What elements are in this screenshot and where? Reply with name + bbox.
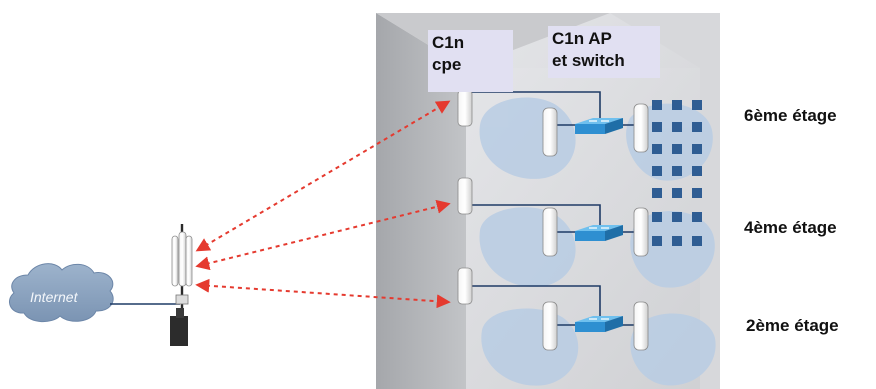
window (672, 166, 682, 176)
window (692, 144, 702, 154)
window (672, 122, 682, 132)
window (652, 122, 662, 132)
window (652, 166, 662, 176)
wireless-link-4 (195, 199, 451, 271)
cpe-label: C1n cpe (428, 30, 513, 92)
switch-icon (575, 118, 623, 134)
window (692, 212, 702, 222)
window (672, 236, 682, 246)
wireless-link-2 (195, 278, 451, 309)
access-point-icon (633, 301, 649, 351)
access-point-icon (542, 107, 558, 157)
ap-switch-label-line1: C1n AP (552, 29, 612, 48)
ap-switch-label: C1n AP et switch (548, 26, 660, 78)
cloud-icon: Internet (9, 263, 114, 323)
switch-icon (575, 316, 623, 332)
window (672, 212, 682, 222)
access-point-icon (542, 207, 558, 257)
cpe-antennas (457, 89, 473, 305)
wireless-links (195, 100, 451, 309)
floor-label-2: 2ème étage (746, 316, 839, 335)
cable (470, 91, 601, 118)
internet-label: Internet (30, 289, 79, 305)
coverage-zone (630, 210, 715, 288)
window (652, 236, 662, 246)
cable (470, 285, 601, 320)
switch-icon (575, 225, 623, 241)
cable (470, 204, 601, 228)
window (692, 188, 702, 198)
window (672, 144, 682, 154)
window (672, 100, 682, 110)
access-point-icon (633, 103, 649, 153)
coverage-zone (630, 313, 716, 386)
access-point-icon (542, 301, 558, 351)
window (692, 100, 702, 110)
cpe-label-line1: C1n (432, 33, 465, 52)
ap-switch-label-line2: et switch (552, 51, 625, 70)
floor-label-4: 4ème étage (744, 218, 837, 237)
window (652, 144, 662, 154)
switches (575, 118, 623, 332)
window (672, 188, 682, 198)
floor-label-6: 6ème étage (744, 106, 837, 125)
cpe-antenna-icon (457, 89, 473, 127)
window (692, 166, 702, 176)
cpe-label-line2: cpe (432, 55, 462, 74)
cpe-antenna-icon (457, 267, 473, 305)
window (652, 188, 662, 198)
cpe-antenna-icon (457, 177, 473, 215)
window (652, 100, 662, 110)
tower-antenna-icon (170, 224, 193, 346)
window (652, 212, 662, 222)
window (692, 236, 702, 246)
access-points (542, 103, 649, 351)
windows (652, 100, 702, 246)
access-point-icon (633, 207, 649, 257)
window (692, 122, 702, 132)
